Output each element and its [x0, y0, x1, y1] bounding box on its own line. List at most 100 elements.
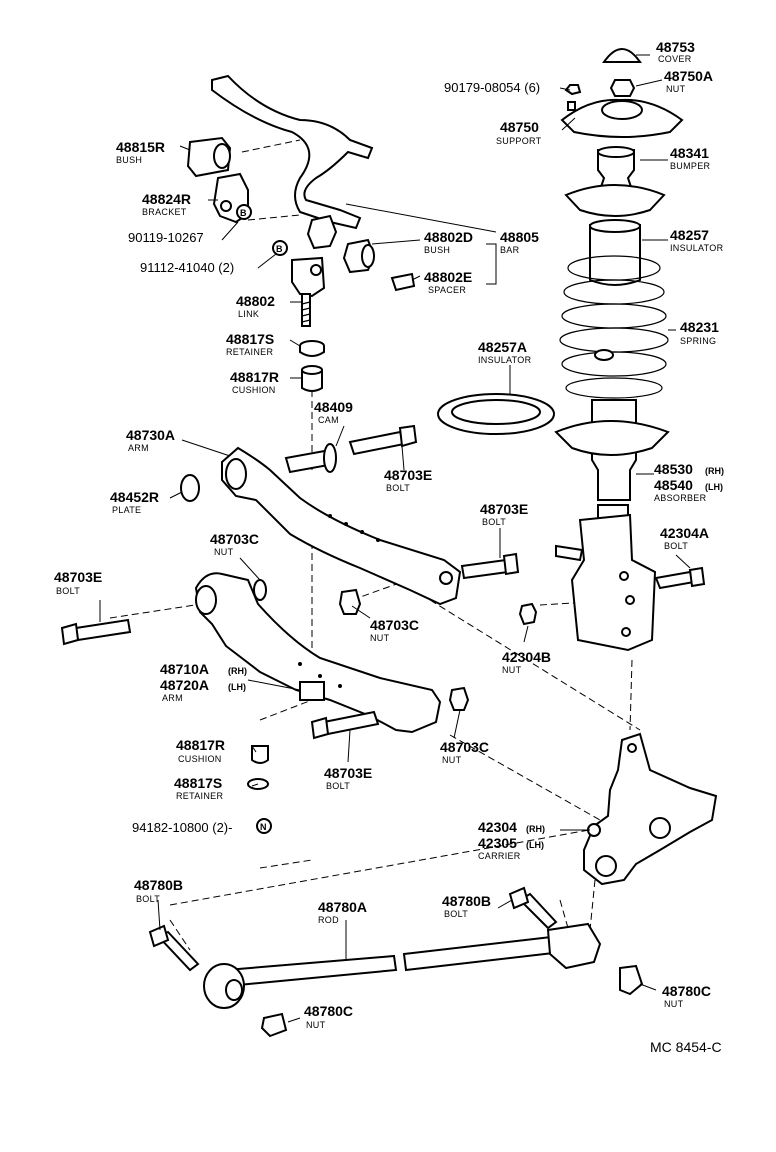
label-48780C-left-desc: NUT [306, 1020, 326, 1030]
marker-n: N [260, 822, 267, 832]
label-48815R-number: 48815R [116, 139, 165, 155]
label-48231-desc: SPRING [680, 336, 716, 346]
label-48780C-right-desc: NUT [664, 999, 684, 1009]
marker-b-1: B [240, 208, 247, 218]
label-48817R-top: 48817R CUSHION [230, 369, 279, 395]
rod-48780A-shape [224, 954, 398, 988]
nut-42304B-shape [518, 602, 538, 626]
label-48703C-bottom-desc: NUT [442, 755, 462, 765]
label-48805-number: 48805 [500, 229, 539, 245]
label-48802-desc: LINK [238, 309, 259, 319]
label-48824R-desc: BRACKET [142, 207, 187, 217]
label-48750-desc: SUPPORT [496, 136, 542, 146]
label-48750A-desc: NUT [666, 84, 686, 94]
label-48409-desc: CAM [318, 415, 339, 425]
label-48703E-left-desc: BOLT [56, 586, 80, 596]
label-48257A: 48257A INSULATOR [478, 339, 532, 365]
label-48703E-right: 48703E BOLT [480, 501, 528, 527]
label-48802D: 48802D BUSH [424, 229, 473, 255]
spacer-shape [390, 272, 416, 292]
label-48710A-48720A: 48710A (RH) 48720A (LH) ARM [160, 661, 247, 703]
label-48703E-upper-desc: BOLT [386, 483, 410, 493]
stabilizer-bar-shape [211, 74, 374, 230]
label-42304A-desc: BOLT [664, 541, 688, 551]
label-48817R-bottom: 48817R CUSHION [176, 737, 225, 764]
rod-right-end-shape [546, 922, 602, 970]
label-48753-number: 48753 [656, 39, 695, 55]
bolt-left-shape [74, 618, 132, 642]
label-48802E-number: 48802E [424, 269, 472, 285]
label-48720A-desc: ARM [162, 693, 183, 703]
plate-shape [180, 474, 200, 502]
cover-cap-shape [602, 48, 642, 63]
label-48750: 48750 SUPPORT [496, 119, 542, 146]
label-42304-42305: 42304 (RH) 42305 (LH) CARRIER [478, 819, 545, 861]
label-42304A-number: 42304A [660, 525, 709, 541]
label-48710A-suffix: (RH) [228, 666, 247, 676]
label-48257-number: 48257 [670, 227, 709, 243]
label-48817S-bottom-number: 48817S [174, 775, 222, 791]
carrier-group [583, 732, 718, 886]
nut-rod-left-shape [260, 1012, 288, 1038]
label-48753: 48753 COVER [656, 39, 695, 64]
label-48817S-bottom: 48817S RETAINER [174, 775, 223, 801]
stabilizer-bar-group [186, 74, 416, 392]
label-48341-number: 48341 [670, 145, 709, 161]
label-48730A: 48730A ARM [126, 427, 175, 453]
label-48703C-upper: 48703C NUT [210, 531, 259, 557]
label-48824R-number: 48824R [142, 191, 191, 207]
label-48540-number: 48540 [654, 477, 693, 493]
insulator-48257-shape [589, 224, 641, 286]
label-48780C-right: 48780C NUT [662, 983, 711, 1009]
label-48703C-mid: 48703C NUT [370, 617, 419, 643]
label-48703E-upper-number: 48703E [384, 467, 432, 483]
label-48703C-bottom: 48703C NUT [440, 739, 489, 765]
label-48780C-left-number: 48780C [304, 1003, 353, 1019]
label-48815R-desc: BUSH [116, 155, 142, 165]
label-48817S-top-desc: RETAINER [226, 347, 273, 357]
label-48409: 48409 CAM [314, 399, 353, 425]
label-48257A-desc: INSULATOR [478, 355, 532, 365]
label-48802-number: 48802 [236, 293, 275, 309]
label-48750-number: 48750 [500, 119, 539, 135]
carrier-shape [583, 732, 718, 886]
bolt-bottom-shape [322, 710, 380, 736]
label-90119-10267: 90119-10267 [128, 230, 204, 245]
label-48780B-left-desc: BOLT [136, 894, 160, 904]
label-48780C-right-number: 48780C [662, 983, 711, 999]
label-94182-10800: 94182-10800 (2)- [132, 820, 232, 835]
label-48703E-upper: 48703E BOLT [384, 467, 432, 493]
label-48257: 48257 INSULATOR [670, 227, 724, 253]
label-48802: 48802 LINK [236, 293, 275, 319]
cushion-top-shape [301, 369, 323, 392]
label-48780B-right-desc: BOLT [444, 909, 468, 919]
label-48824R: 48824R BRACKET [142, 191, 191, 217]
label-48817R-bottom-number: 48817R [176, 737, 225, 753]
label-48530-48540: 48530 (RH) 48540 (LH) ABSORBER [654, 461, 724, 503]
label-48703C-mid-desc: NUT [370, 633, 390, 643]
lower-arm-shape [194, 572, 442, 734]
label-48817R-bottom-desc: CUSHION [178, 754, 222, 764]
label-48720A-suffix: (LH) [228, 682, 246, 692]
label-48257-desc: INSULATOR [670, 243, 724, 253]
label-48780B-left-number: 48780B [134, 877, 183, 893]
part-labels: 48753 COVER 48750A NUT 90179-08054 (6) 4… [54, 39, 724, 1055]
label-48802D-number: 48802D [424, 229, 473, 245]
label-48452R-desc: PLATE [112, 505, 141, 515]
label-48452R-number: 48452R [110, 489, 159, 505]
label-48703C-mid-number: 48703C [370, 617, 419, 633]
label-48409-number: 48409 [314, 399, 353, 415]
nut-mid-shape [338, 588, 362, 615]
label-48703E-bottom-desc: BOLT [326, 781, 350, 791]
label-48802E-desc: SPACER [428, 285, 466, 295]
marker-b-2: B [276, 244, 283, 254]
label-48780A: 48780A ROD [318, 899, 367, 925]
label-48341: 48341 BUMPER [670, 145, 710, 171]
coil-spring-shape [559, 255, 669, 399]
label-48753-desc: COVER [658, 54, 692, 64]
label-48730A-number: 48730A [126, 427, 175, 443]
label-48780B-right: 48780B BOLT [442, 893, 491, 919]
label-48780A-number: 48780A [318, 899, 367, 915]
label-48703E-right-desc: BOLT [482, 517, 506, 527]
